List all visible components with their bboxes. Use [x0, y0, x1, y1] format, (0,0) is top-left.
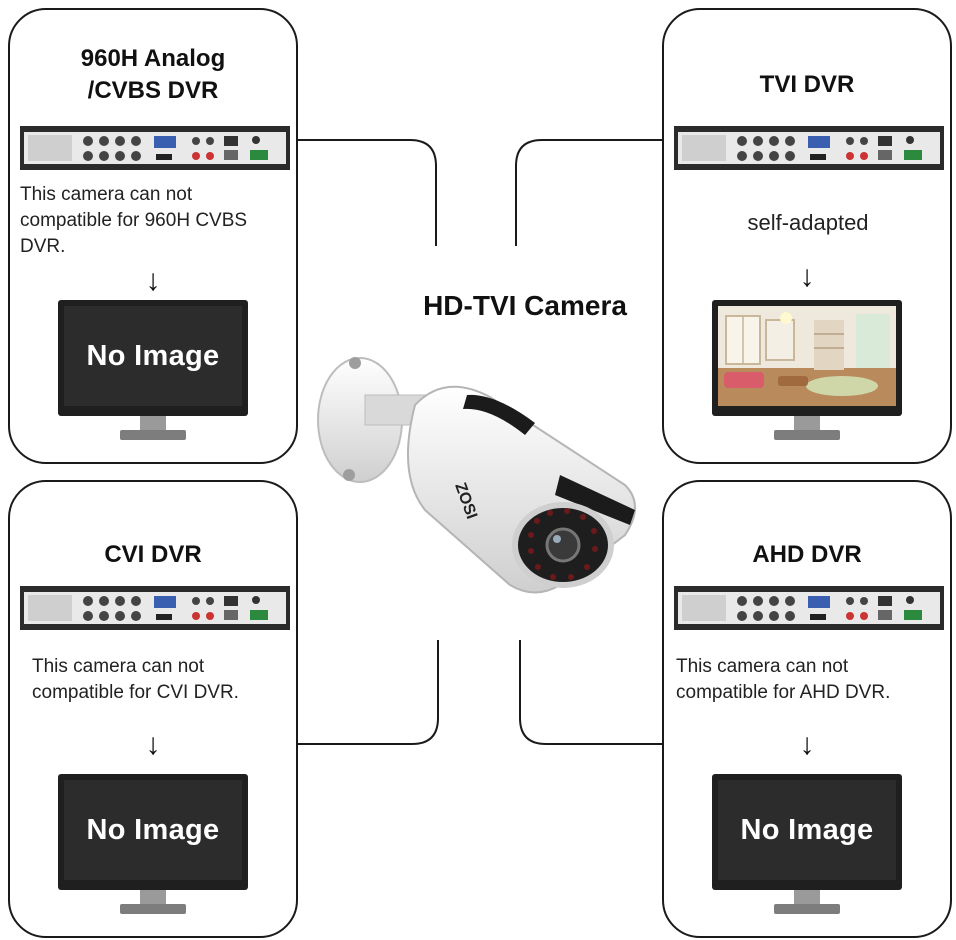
- no-image-label: No Image: [86, 339, 220, 372]
- dvr-rear-panel-icon: [20, 586, 290, 630]
- down-arrow-icon: ↓: [145, 728, 161, 761]
- panel-ahd-dvr: AHD DVR This camera can not compatible f…: [662, 480, 952, 938]
- panel-cvi-dvr: CVI DVR This camera can not compatible f…: [8, 480, 298, 938]
- monitor-icon: No Image: [58, 300, 248, 450]
- panel-analog-cvbs-dvr: 960H Analog /CVBS DVR This camera can no…: [8, 8, 298, 464]
- monitor-icon: No Image: [58, 774, 248, 924]
- no-image-label: No Image: [740, 813, 874, 846]
- panel-title-line1: 960H Analog: [80, 45, 226, 72]
- down-arrow-icon: ↓: [799, 260, 815, 293]
- down-arrow-icon: ↓: [799, 728, 815, 761]
- panel-tvi-dvr: TVI DVR self-adapted ↓: [662, 8, 952, 464]
- panel-description: This camera can not compatible for 960H …: [20, 184, 248, 257]
- dvr-rear-panel-icon: [674, 126, 944, 170]
- panel-description: This camera can not compatible for AHD D…: [676, 656, 891, 703]
- panel-title: TVI DVR: [759, 71, 855, 98]
- panel-title: AHD DVR: [752, 541, 862, 568]
- living-room-image: [718, 306, 896, 406]
- panel-description: self-adapted: [747, 210, 869, 235]
- down-arrow-icon: ↓: [145, 264, 161, 297]
- camera-title: HD-TVI Camera: [423, 290, 627, 321]
- panel-description: This camera can not compatible for CVI D…: [32, 656, 239, 703]
- panel-title: CVI DVR: [104, 541, 202, 568]
- panel-title-line2: /CVBS DVR: [87, 77, 219, 104]
- no-image-label: No Image: [86, 813, 220, 846]
- dvr-rear-panel-icon: [20, 126, 290, 170]
- monitor-icon: [712, 300, 902, 450]
- monitor-icon: No Image: [712, 774, 902, 924]
- bullet-camera-icon: ZOSI: [317, 357, 636, 594]
- dvr-rear-panel-icon: [674, 586, 944, 630]
